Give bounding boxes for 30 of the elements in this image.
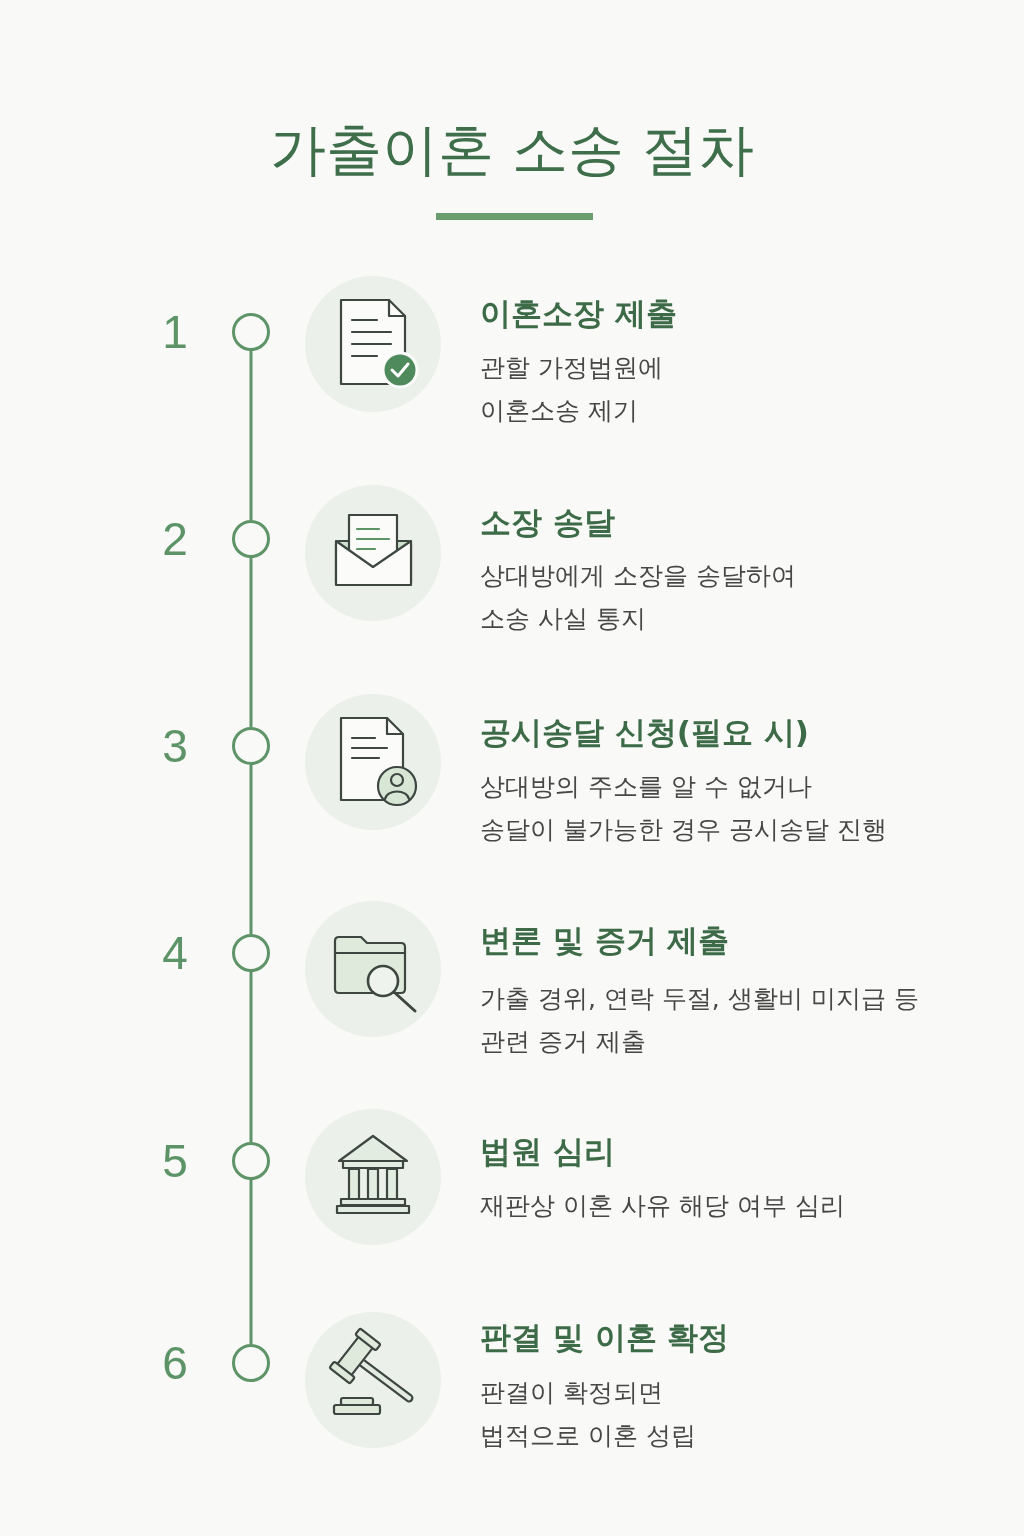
- step-description: 가출 경위, 연락 두절, 생활비 미지급 등 관련 증거 제출: [480, 982, 919, 1058]
- timeline-circle: [232, 1344, 270, 1382]
- step-title: 판결 및 이혼 확정: [480, 1318, 730, 1356]
- step-title: 공시송달 신청(필요 시): [480, 713, 809, 751]
- step-number: 5: [162, 1135, 188, 1187]
- step-number: 4: [162, 927, 188, 979]
- timeline-circle: [232, 520, 270, 558]
- step-description: 관할 가정법원에 이혼소송 제기: [480, 351, 663, 427]
- step-number: 6: [162, 1337, 188, 1389]
- title: 가출이혼 소송 절차: [270, 116, 754, 184]
- timeline-circle: [232, 1142, 270, 1180]
- timeline-circle: [232, 934, 270, 972]
- timeline-circle: [232, 727, 270, 765]
- timeline-line: [249, 972, 253, 1142]
- step-description: 재판상 이혼 사유 해당 여부 심리: [480, 1189, 845, 1222]
- step-description: 상대방의 주소를 알 수 없거나 송달이 불가능한 경우 공시송달 진행: [480, 770, 887, 846]
- timeline-line: [249, 558, 253, 727]
- step-title: 이혼소장 제출: [480, 294, 677, 332]
- timeline-circle: [232, 313, 270, 351]
- timeline-line: [249, 351, 253, 520]
- step-description: 판결이 확정되면 법적으로 이혼 성립: [480, 1376, 696, 1452]
- step-description: 상대방에게 소장을 송달하여 소송 사실 통지: [480, 559, 796, 635]
- step-title: 법원 심리: [480, 1132, 615, 1170]
- step-number: 3: [162, 720, 188, 772]
- step-number: 1: [162, 306, 188, 358]
- step-number: 2: [162, 513, 188, 565]
- step-title: 변론 및 증거 제출: [480, 921, 730, 959]
- step-title: 소장 송달: [480, 503, 615, 541]
- timeline-line: [249, 765, 253, 934]
- timeline-line: [249, 1180, 253, 1344]
